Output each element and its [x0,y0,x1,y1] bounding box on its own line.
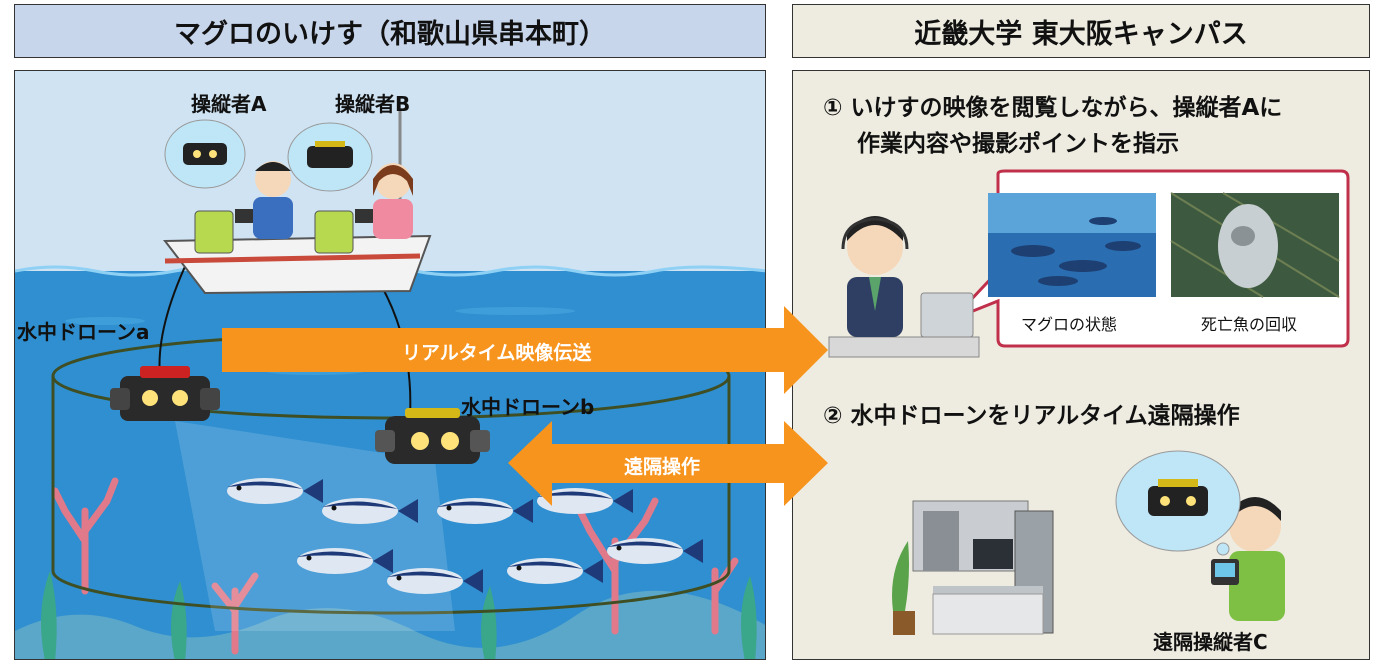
underwater-drone-b [375,408,490,464]
seaweed [41,571,757,659]
operator-b-thought-bubble [287,122,373,192]
tuna-pen-panel: 操縦者A 操縦者B 水中ドローンa 水中ドローンb [14,70,766,660]
operator-a-label: 操縦者A [191,92,267,116]
drone-a-label: 水中ドローンa [17,320,150,344]
boat [162,111,432,295]
seabed [15,590,765,659]
supervisor-figure [828,216,980,358]
underwater-drone-a [110,366,220,421]
remote-operation-label: 遠隔操作 [624,456,701,478]
step-2-text: ② 水中ドローンをリアルタイム遠隔操作 [823,403,1240,429]
photo-dead-fish-recovery [1170,192,1340,298]
cable-reel-b [314,210,354,254]
operator-c-label: 遠隔操縦者C [1153,630,1268,654]
left-panel-title: マグロのいけす（和歌山県串本町） [14,4,766,58]
drone-b-label: 水中ドローンb [461,395,595,419]
tuna-pen-illustration [15,111,765,659]
operator-a-thought-bubble [164,119,246,189]
operator-a-figure [235,161,293,239]
operator-b-label: 操縦者B [335,92,411,116]
realtime-video-label: リアルタイム映像伝送 [402,342,592,364]
operator-c-thought-bubble [1115,450,1241,556]
campus-panel: ① いけすの映像を閲覧しながら、操縦者Aに 作業内容や撮影ポイントを指示 マグロ… [792,70,1370,660]
step-1-line-2: 作業内容や撮影ポイントを指示 [857,131,1179,157]
remote-operator-c-figure [1211,497,1285,621]
tuna-school [227,478,703,594]
photo-tuna-caption: マグロの状態 [1021,315,1118,334]
campus-illustration [828,169,1350,635]
photo-dead-fish-caption: 死亡魚の回収 [1201,315,1298,334]
photo-tuna-condition [988,193,1156,297]
step-1-line-1: ① いけすの映像を閲覧しながら、操縦者Aに [823,95,1283,121]
operator-b-figure [355,163,413,239]
right-panel-title: 近畿大学 東大阪キャンパス [792,4,1370,58]
office-desk [892,500,1054,635]
cable-reel-a [194,210,234,254]
